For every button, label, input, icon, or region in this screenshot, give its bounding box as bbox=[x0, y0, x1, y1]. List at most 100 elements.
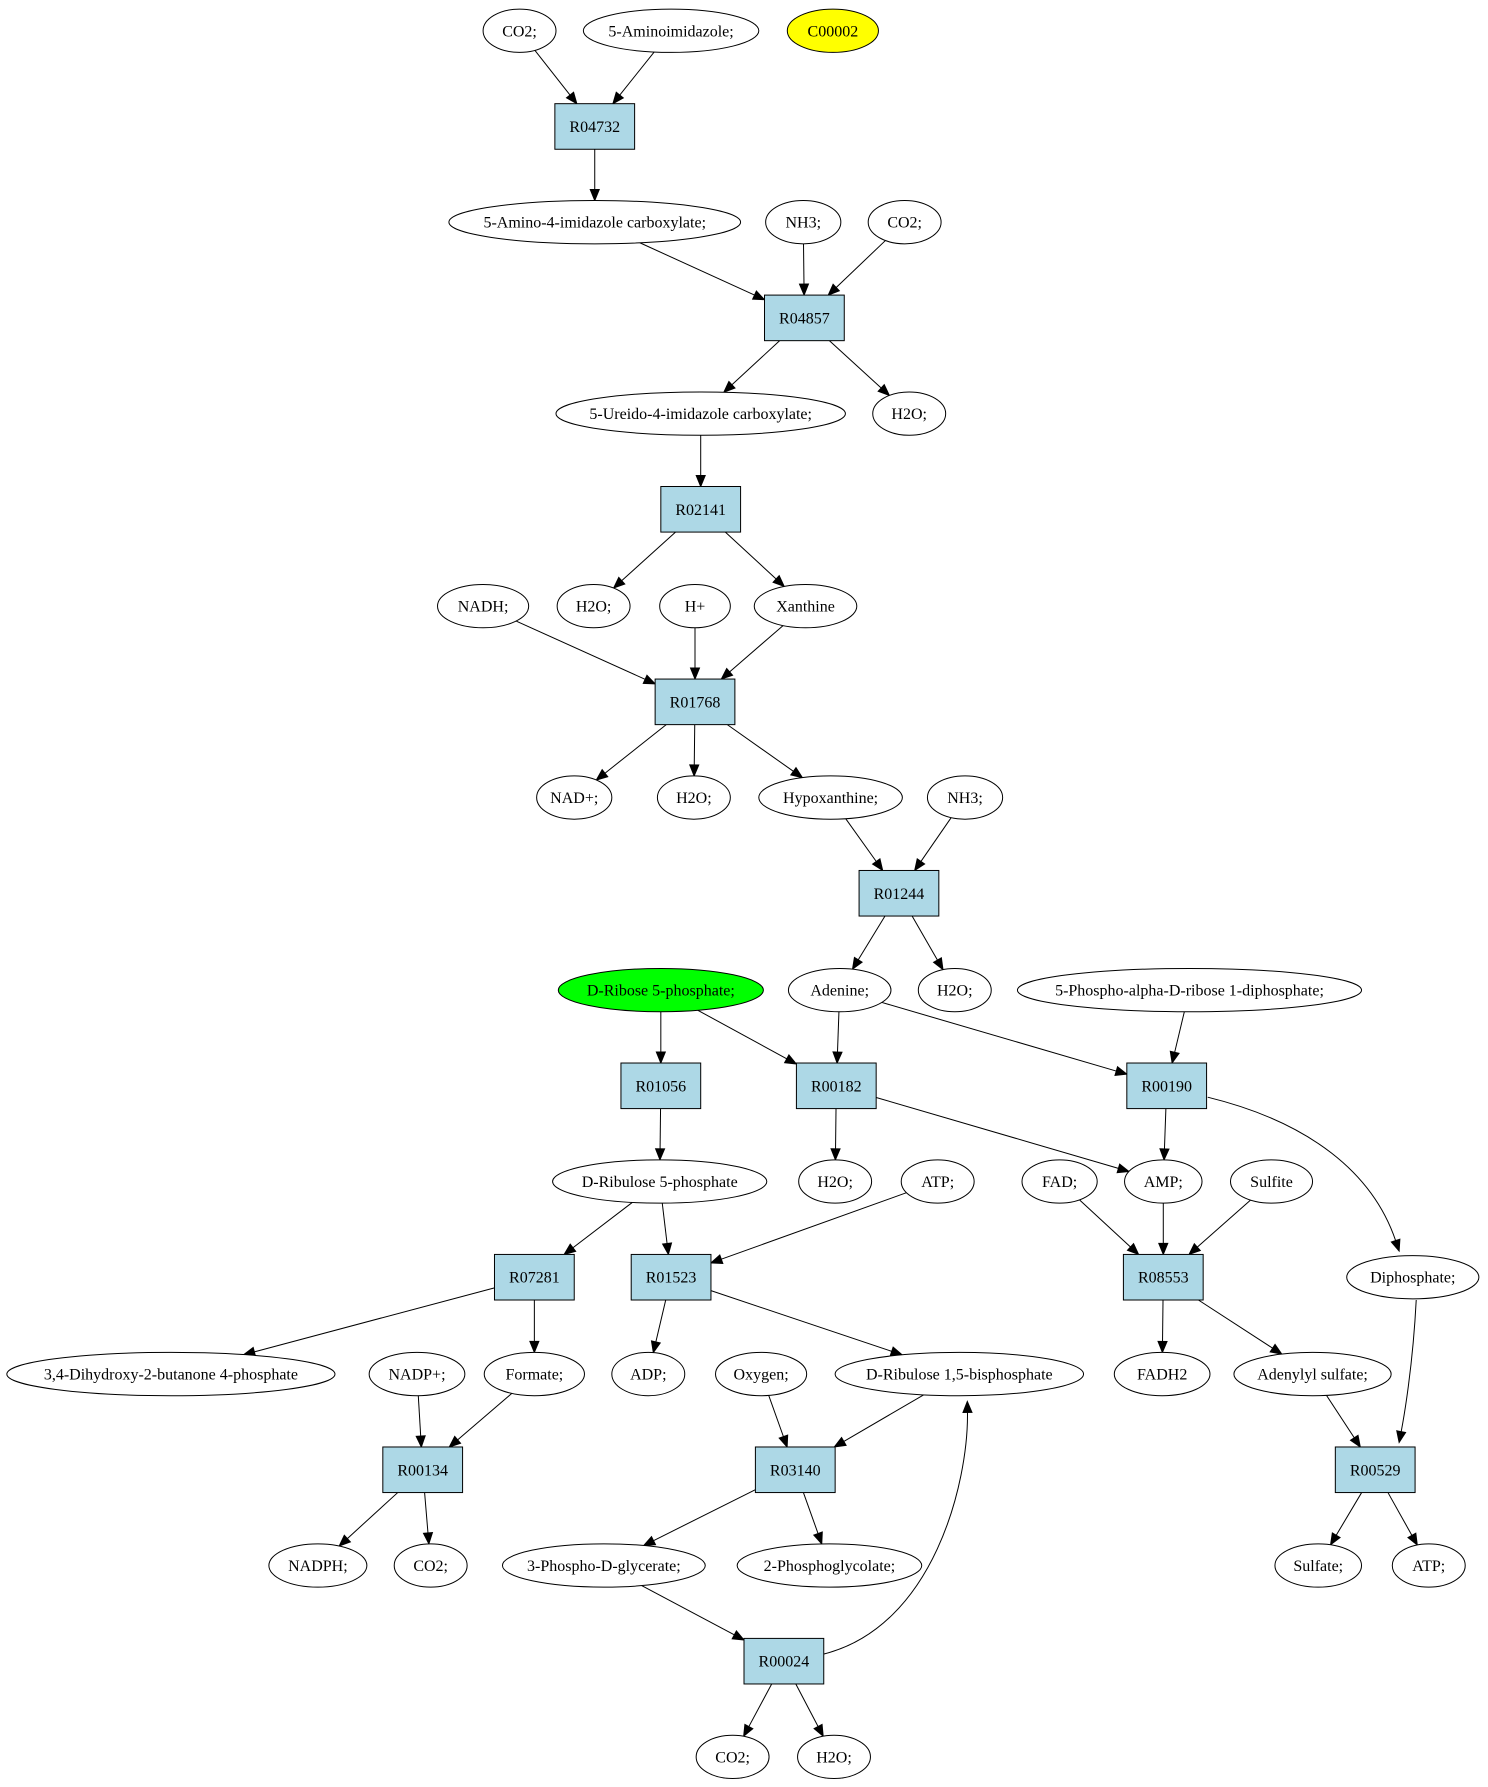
compound-node-c-c00002[interactable]: C00002 bbox=[786, 8, 879, 53]
compound-node-c-atp-1[interactable]: ATP; bbox=[900, 1159, 975, 1204]
compound-ellipse bbox=[501, 1543, 706, 1588]
reaction-node-r-R04857[interactable]: R04857 bbox=[764, 294, 845, 342]
compound-node-c-2pg[interactable]: 2-Phosphoglycolate; bbox=[736, 1543, 923, 1588]
compound-node-c-adp[interactable]: ADP; bbox=[611, 1351, 686, 1397]
edge-r_R00529-to-c_sulfate bbox=[1329, 1492, 1363, 1546]
compound-node-c-sulfite[interactable]: Sulfite bbox=[1230, 1159, 1314, 1204]
compound-node-c-dhbp[interactable]: 3,4-Dihydroxy-2-butanone 4-phosphate bbox=[6, 1351, 336, 1397]
reaction-node-r-R08553[interactable]: R08553 bbox=[1122, 1253, 1204, 1301]
compound-ellipse bbox=[368, 1351, 466, 1397]
edge-line bbox=[661, 1203, 668, 1244]
compound-node-c-xanthine[interactable]: Xanthine bbox=[753, 583, 858, 629]
compound-node-c-ribulose5p[interactable]: D-Ribulose 5-phosphate bbox=[552, 1159, 768, 1204]
arrowhead bbox=[877, 383, 891, 397]
edge-line bbox=[1198, 1299, 1273, 1349]
compound-node-c-atp-2[interactable]: ATP; bbox=[1391, 1543, 1466, 1588]
edge-r_R01244-to-c_h2o_4 bbox=[911, 915, 944, 971]
compound-node-c-hplus[interactable]: H+ bbox=[659, 583, 731, 629]
compound-node-c-h2o-4[interactable]: H2O; bbox=[917, 967, 992, 1013]
node-label: NADH; bbox=[458, 599, 509, 616]
edges-layer bbox=[242, 50, 1418, 1738]
node-label: D-Ribose 5-phosphate; bbox=[587, 983, 735, 1000]
arrowhead bbox=[1126, 1242, 1140, 1256]
compound-node-c-nh3-2[interactable]: NH3; bbox=[926, 775, 1004, 820]
compound-node-c-aminoimidazole[interactable]: 5-Aminoimidazole; bbox=[582, 8, 760, 53]
reaction-node-r-R01768[interactable]: R01768 bbox=[654, 678, 736, 726]
compound-ellipse bbox=[536, 775, 613, 820]
compound-node-c-nh3-1[interactable]: NH3; bbox=[765, 200, 842, 245]
reaction-node-r-R00182[interactable]: R00182 bbox=[795, 1062, 877, 1110]
node-label: R00529 bbox=[1350, 1462, 1401, 1479]
compound-node-c-amp[interactable]: AMP; bbox=[1124, 1159, 1203, 1204]
edge-r_R02141-to-c_xanthine bbox=[725, 531, 786, 588]
compound-ellipse bbox=[482, 8, 557, 53]
compound-node-c-3pg[interactable]: 3-Phospho-D-glycerate; bbox=[501, 1543, 706, 1588]
reaction-node-r-R00024[interactable]: R00024 bbox=[743, 1637, 825, 1685]
compound-node-c-ureido[interactable]: 5-Ureido-4-imidazole carboxylate; bbox=[555, 391, 846, 436]
reaction-node-r-R00134[interactable]: R00134 bbox=[382, 1446, 464, 1494]
compound-node-c-fad[interactable]: FAD; bbox=[1021, 1159, 1098, 1204]
compound-node-c-diphosphate[interactable]: Diphosphate; bbox=[1346, 1255, 1480, 1300]
compound-node-c-nadplus[interactable]: NAD+; bbox=[536, 775, 613, 820]
node-label: R01056 bbox=[635, 1078, 686, 1095]
compound-node-c-co2-4[interactable]: CO2; bbox=[695, 1734, 770, 1780]
compound-node-c-fadh2[interactable]: FADH2 bbox=[1113, 1351, 1211, 1397]
edge-c_hypoxanthine-to-r_R01244 bbox=[845, 818, 884, 872]
compound-node-c-co2-2[interactable]: CO2; bbox=[867, 200, 942, 245]
node-label: D-Ribulose 5-phosphate bbox=[582, 1174, 738, 1191]
node-label: Sulfate; bbox=[1293, 1558, 1343, 1575]
compound-node-c-oxygen[interactable]: Oxygen; bbox=[715, 1351, 808, 1397]
arrowhead bbox=[1390, 1238, 1401, 1253]
arrowhead bbox=[1269, 1343, 1283, 1355]
edge-line bbox=[725, 531, 777, 580]
compound-node-c-ribose5p[interactable]: D-Ribose 5-phosphate; bbox=[557, 967, 764, 1013]
compound-node-c-nadph[interactable]: NADPH; bbox=[268, 1543, 368, 1588]
node-label: FADH2 bbox=[1137, 1367, 1187, 1384]
reaction-node-r-R03140[interactable]: R03140 bbox=[754, 1446, 836, 1494]
compound-node-c-h2o-1[interactable]: H2O; bbox=[872, 391, 947, 436]
compound-ellipse bbox=[437, 583, 530, 629]
compound-ellipse bbox=[656, 775, 731, 820]
compound-node-c-co2-3[interactable]: CO2; bbox=[393, 1543, 468, 1588]
compound-node-c-h2o-2[interactable]: H2O; bbox=[556, 583, 631, 629]
edge-line bbox=[1387, 1492, 1413, 1536]
arrowhead bbox=[871, 858, 884, 872]
compound-node-c-h2o-5[interactable]: H2O; bbox=[798, 1159, 873, 1204]
node-label: H2O; bbox=[817, 1174, 853, 1191]
compound-node-c-h2o-3[interactable]: H2O; bbox=[656, 775, 731, 820]
compound-ellipse bbox=[765, 200, 842, 245]
compound-node-c-rubp[interactable]: D-Ribulose 1,5-bisphosphate bbox=[834, 1351, 1085, 1397]
reaction-node-r-R01244[interactable]: R01244 bbox=[858, 869, 940, 917]
reaction-node-r-R04732[interactable]: R04732 bbox=[554, 103, 636, 150]
reaction-node-r-R00190[interactable]: R00190 bbox=[1126, 1062, 1208, 1110]
compound-ellipse bbox=[555, 391, 846, 436]
reaction-node-r-R01056[interactable]: R01056 bbox=[620, 1062, 702, 1110]
edge-c_hplus-to-r_R01768 bbox=[689, 627, 701, 681]
reaction-node-r-R00529[interactable]: R00529 bbox=[1334, 1446, 1416, 1494]
compound-node-c-nadh[interactable]: NADH; bbox=[437, 583, 530, 629]
compound-node-c-co2-1[interactable]: CO2; bbox=[482, 8, 557, 53]
compound-node-c-air-carboxylate[interactable]: 5-Amino-4-imidazole carboxylate; bbox=[448, 200, 742, 245]
compound-node-c-sulfate[interactable]: Sulfate; bbox=[1274, 1543, 1363, 1588]
edge-c_co2_2-to-r_R04857 bbox=[827, 240, 886, 297]
reaction-node-r-R07281[interactable]: R07281 bbox=[493, 1253, 575, 1301]
compound-ellipse bbox=[695, 1734, 770, 1780]
reaction-node-r-R02141[interactable]: R02141 bbox=[660, 486, 742, 533]
arrowhead bbox=[1116, 1163, 1131, 1174]
edge-line bbox=[254, 1287, 495, 1353]
compound-node-c-nadpplus[interactable]: NADP+; bbox=[368, 1351, 466, 1397]
reaction-box bbox=[620, 1062, 702, 1110]
compound-node-c-adenine[interactable]: Adenine; bbox=[787, 967, 892, 1013]
arrowhead bbox=[589, 189, 600, 202]
compound-node-c-h2o-6[interactable]: H2O; bbox=[797, 1734, 871, 1780]
edge-line bbox=[1207, 1096, 1397, 1241]
compound-node-c-prpp[interactable]: 5-Phospho-alpha-D-ribose 1-diphosphate; bbox=[1016, 967, 1363, 1013]
compound-node-c-aps[interactable]: Adenylyl sulfate; bbox=[1233, 1351, 1392, 1397]
edge-line bbox=[802, 1492, 819, 1534]
compound-node-c-formate[interactable]: Formate; bbox=[483, 1351, 585, 1397]
compound-ellipse bbox=[926, 775, 1004, 820]
node-label: Diphosphate; bbox=[1370, 1270, 1455, 1287]
reaction-node-r-R01523[interactable]: R01523 bbox=[630, 1253, 712, 1301]
compound-node-c-hypoxanthine[interactable]: Hypoxanthine; bbox=[758, 775, 903, 820]
